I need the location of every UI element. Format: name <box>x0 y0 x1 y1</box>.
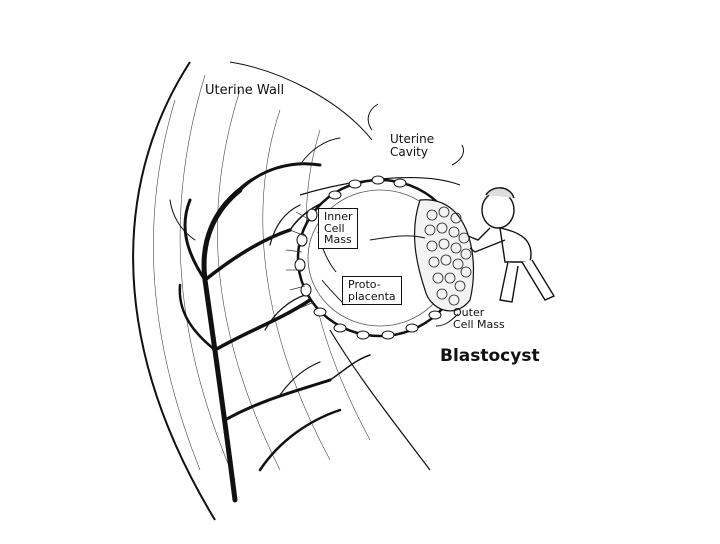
outer-cell-mass-line1: Outer <box>453 306 485 319</box>
outer-cell-mass-line2: Cell Mass <box>453 317 505 331</box>
inner-cell-mass-line3: Mass <box>324 233 352 247</box>
uterine-wall-outer-edge <box>132 61 216 521</box>
protoplacenta-line2: placenta <box>348 289 396 303</box>
inner-cell-mass-label: Inner Cell Mass <box>318 208 359 249</box>
blastocyst-sphere <box>285 175 475 340</box>
outer-cell-ring <box>294 175 442 340</box>
protoplacenta-line1: Proto- <box>348 278 381 291</box>
uterine-wall-label: Uterine Wall <box>205 83 285 98</box>
uterine-cavity-line2: Cavity <box>390 144 428 159</box>
uterine-wall-inner-edge <box>229 61 373 141</box>
pushing-figure <box>467 187 556 303</box>
protoplacenta-label: Proto- placenta <box>342 276 402 306</box>
inner-cell-mass-line1: Inner <box>324 210 353 223</box>
protoplacenta-hatching <box>285 211 315 309</box>
blood-vessels <box>169 137 371 503</box>
uterine-cavity-line1: Uterine <box>390 132 435 146</box>
uterine-cavity-label: Uterine Cavity <box>390 133 434 158</box>
inner-cell-mass-cells <box>424 206 472 306</box>
blastocyst-label: Blastocyst <box>440 346 540 366</box>
outer-cell-mass-label: Outer Cell Mass <box>453 307 505 330</box>
inner-cell-mass-line2: Cell <box>324 221 345 235</box>
endometrium-lower-surface <box>329 329 431 471</box>
